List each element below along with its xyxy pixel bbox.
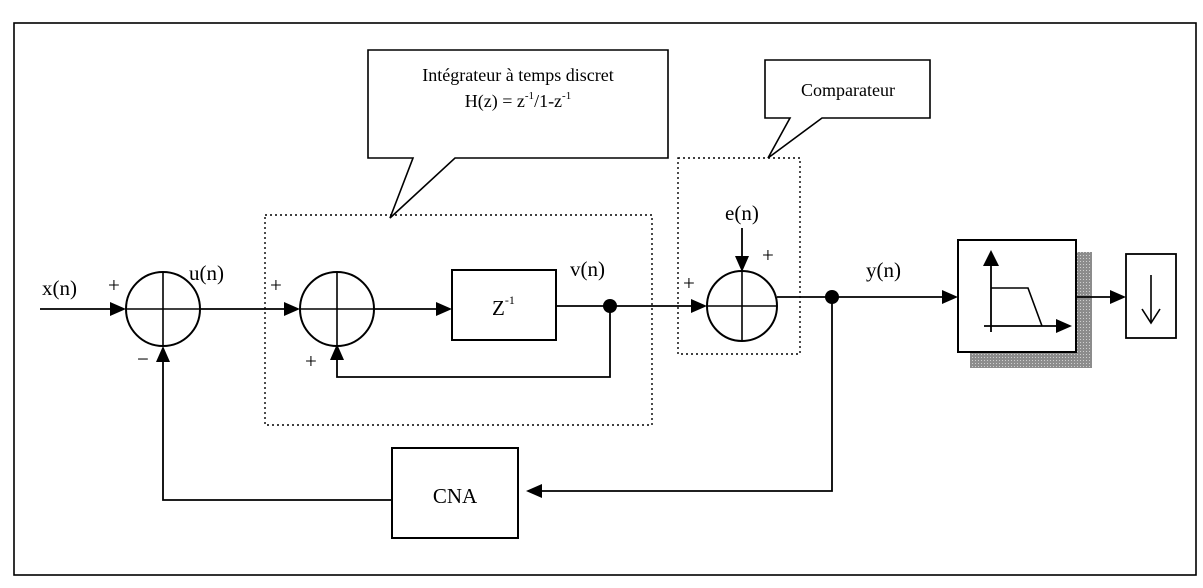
- formula-exp2: -1: [562, 90, 571, 102]
- arrow-summer2-input: [284, 302, 300, 316]
- integrator-region: [264, 214, 653, 426]
- label-u: u(n): [189, 261, 224, 285]
- outer-frame: [13, 22, 1197, 576]
- label-y: y(n): [866, 258, 901, 282]
- summer-2: [299, 271, 375, 347]
- integrator-feedback-line: [336, 306, 611, 378]
- sign-summer1-input: +: [108, 273, 120, 297]
- arrow-summer1-input: [110, 302, 126, 316]
- sign-summer3-input: +: [683, 271, 695, 295]
- arrow-comparator-input: [691, 299, 707, 313]
- integrator-callout: [367, 49, 669, 219]
- arrow-summer1-feedback: [156, 346, 170, 362]
- integrator-callout-formula: H(z) = z-1/1-z-1: [465, 90, 571, 112]
- comparator-callout: [764, 59, 931, 159]
- comparator-callout-text: Comparateur: [801, 80, 895, 100]
- delay-block-label: Z-1: [492, 293, 515, 320]
- lowpass-response-icon: [983, 250, 1072, 333]
- cna-block: [391, 447, 519, 539]
- arrow-e-input: [735, 256, 749, 272]
- feedback-line-to-summer1: [162, 362, 392, 501]
- arrow-filter-input: [942, 290, 958, 304]
- sign-summer2-input: +: [270, 273, 282, 297]
- summer-3: [706, 270, 778, 342]
- sign-summer2-feedback: +: [305, 349, 317, 373]
- delay-main: Z: [492, 296, 505, 320]
- formula-mid: /1-z: [534, 91, 562, 111]
- comparator-region: [677, 157, 801, 355]
- down-arrow-icon: [1141, 275, 1161, 325]
- integrator-callout-line1: Intégrateur à temps discret: [422, 65, 613, 85]
- formula-exp1: -1: [525, 90, 534, 102]
- arrow-cna-input: [526, 484, 542, 498]
- delay-block: [451, 269, 557, 341]
- label-x: x(n): [42, 276, 77, 300]
- arrow-decimator-input: [1110, 290, 1126, 304]
- label-e: e(n): [725, 201, 759, 225]
- arrow-delay-input: [436, 302, 452, 316]
- label-v: v(n): [570, 257, 605, 281]
- filter-block: [957, 239, 1077, 353]
- sign-summer1-feedback: −: [137, 347, 149, 371]
- arrow-integrator-feedback: [330, 344, 344, 360]
- cna-label: CNA: [433, 484, 478, 508]
- formula-h: H(z) = z: [465, 91, 525, 112]
- sign-summer3-e: +: [762, 243, 774, 267]
- feedback-line-to-cna: [536, 297, 833, 492]
- delay-exp: -1: [505, 293, 515, 307]
